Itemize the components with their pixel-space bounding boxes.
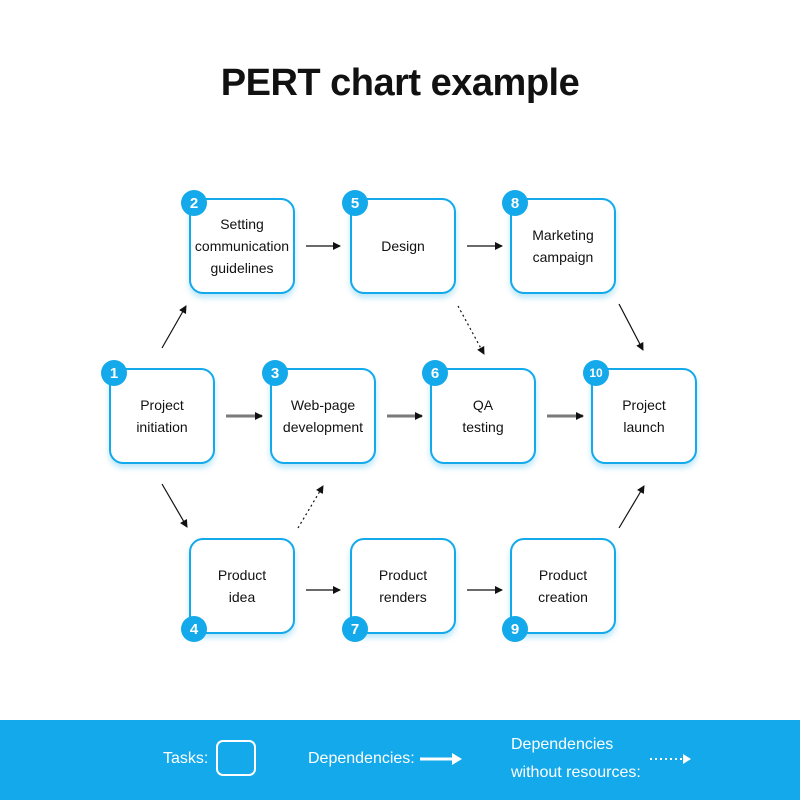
task-box-9: Product creation	[510, 538, 616, 634]
task-box-7: Product renders	[350, 538, 456, 634]
legend: Tasks: Dependencies: Dependencies withou…	[0, 720, 800, 800]
task-box-5: Design	[350, 198, 456, 294]
task-box-1: Project initiation	[109, 368, 215, 464]
task-box-3: Web-page development	[270, 368, 376, 464]
dependency-arrow-4-3	[297, 485, 324, 529]
task-number-badge: 6	[422, 360, 448, 386]
task-label: Product creation	[538, 567, 588, 605]
legend-tasks-label: Tasks:	[163, 750, 209, 767]
dependency-arrow-1-2	[161, 305, 187, 349]
task-label: Project launch	[622, 397, 666, 435]
task-label: Design	[381, 238, 425, 254]
dependency-arrow-5-6	[457, 305, 485, 355]
dependency-arrows	[161, 242, 645, 594]
legend-dependencies-without-resources-line2: without resources:	[511, 764, 641, 781]
task-box-4: Product idea	[189, 538, 295, 634]
legend-dotted-arrow-icon	[650, 754, 691, 764]
task-number-badge: 3	[262, 360, 288, 386]
task-label: Project initiation	[136, 397, 188, 435]
task-box-6: QA testing	[430, 368, 536, 464]
task-label: Web-page development	[282, 397, 364, 435]
task-label: Setting communication guidelines	[194, 216, 290, 276]
task-label: Product idea	[217, 567, 267, 605]
task-box-10: Project launch	[591, 368, 697, 464]
task-box-8: Marketing campaign	[510, 198, 616, 294]
task-number-badge: 8	[502, 190, 528, 216]
pert-diagram: Project initiation 1 Setting communication…	[101, 190, 697, 642]
task-number-badge: 10	[583, 360, 609, 386]
legend-dependencies-label: Dependencies:	[308, 750, 415, 767]
task-number-badge: 1	[101, 360, 127, 386]
task-number-badge: 7	[342, 616, 368, 642]
task-label: Product renders	[378, 567, 428, 605]
task-box-2: Setting communication guidelines	[189, 198, 295, 294]
legend-solid-arrow-icon	[420, 753, 462, 765]
task-label: QA testing	[462, 397, 504, 435]
dependency-arrow-9-10	[618, 485, 645, 529]
dependency-arrow-1-4	[161, 483, 188, 528]
task-number-badge: 5	[342, 190, 368, 216]
page-title: PERT chart example	[220, 62, 580, 104]
legend-task-box-icon	[216, 740, 256, 776]
dependency-arrow-8-10	[618, 303, 644, 351]
task-number-badge: 4	[181, 616, 207, 642]
task-label: Marketing campaign	[532, 227, 594, 265]
task-number-badge: 2	[181, 190, 207, 216]
task-number-badge: 9	[502, 616, 528, 642]
legend-dependencies-without-resources-line1: Dependencies	[511, 736, 614, 753]
